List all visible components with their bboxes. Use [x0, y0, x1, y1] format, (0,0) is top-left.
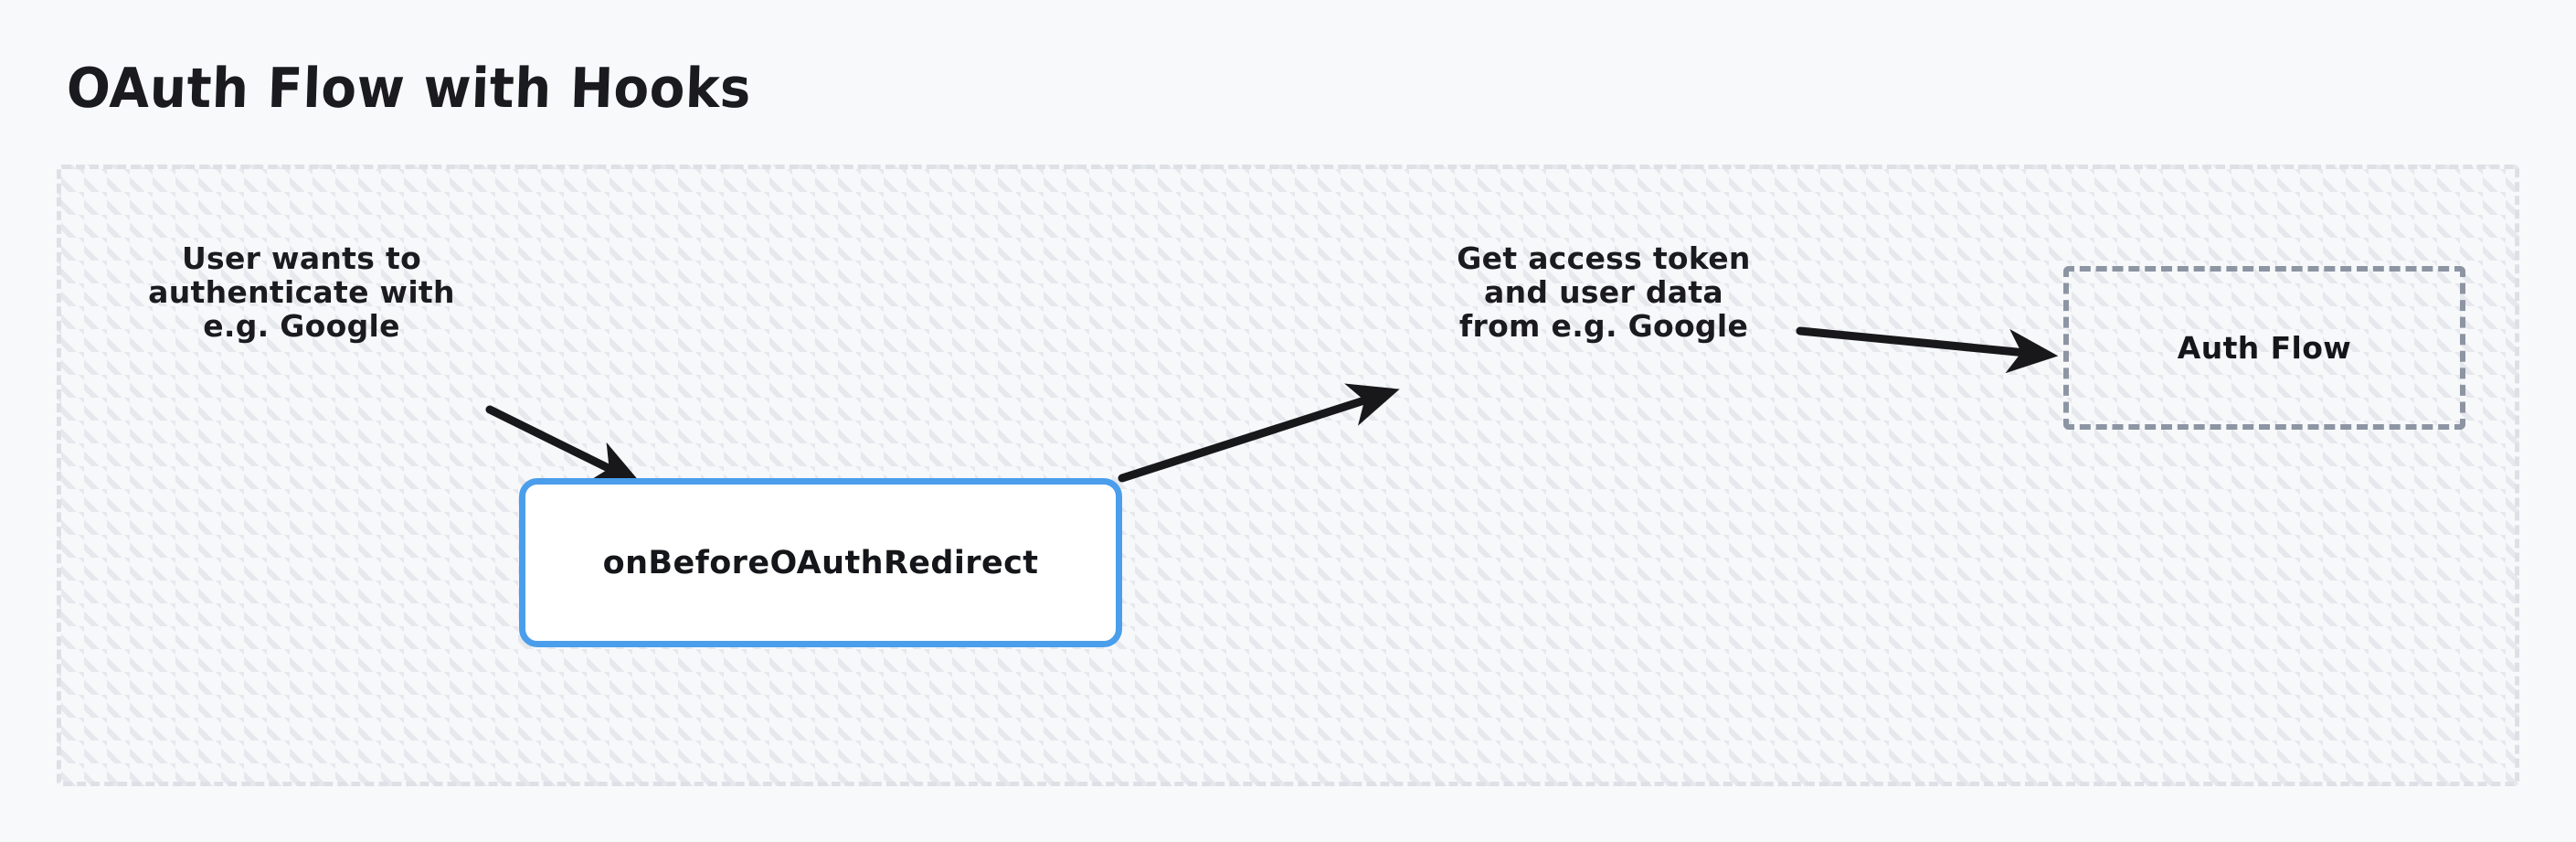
label-get-access-token[interactable]: Get access token and user data from e.g.…: [1457, 240, 1751, 344]
label-user-wants[interactable]: User wants to authenticate with e.g. Goo…: [148, 240, 455, 344]
node-auth-flow[interactable]: Auth Flow: [2063, 266, 2465, 430]
node-label: Auth Flow: [2177, 330, 2352, 366]
node-on-before-oauth-redirect[interactable]: onBeforeOAuthRedirect: [519, 478, 1122, 647]
page-title: OAuth Flow with Hooks: [65, 57, 753, 121]
node-label: onBeforeOAuthRedirect: [602, 544, 1039, 581]
